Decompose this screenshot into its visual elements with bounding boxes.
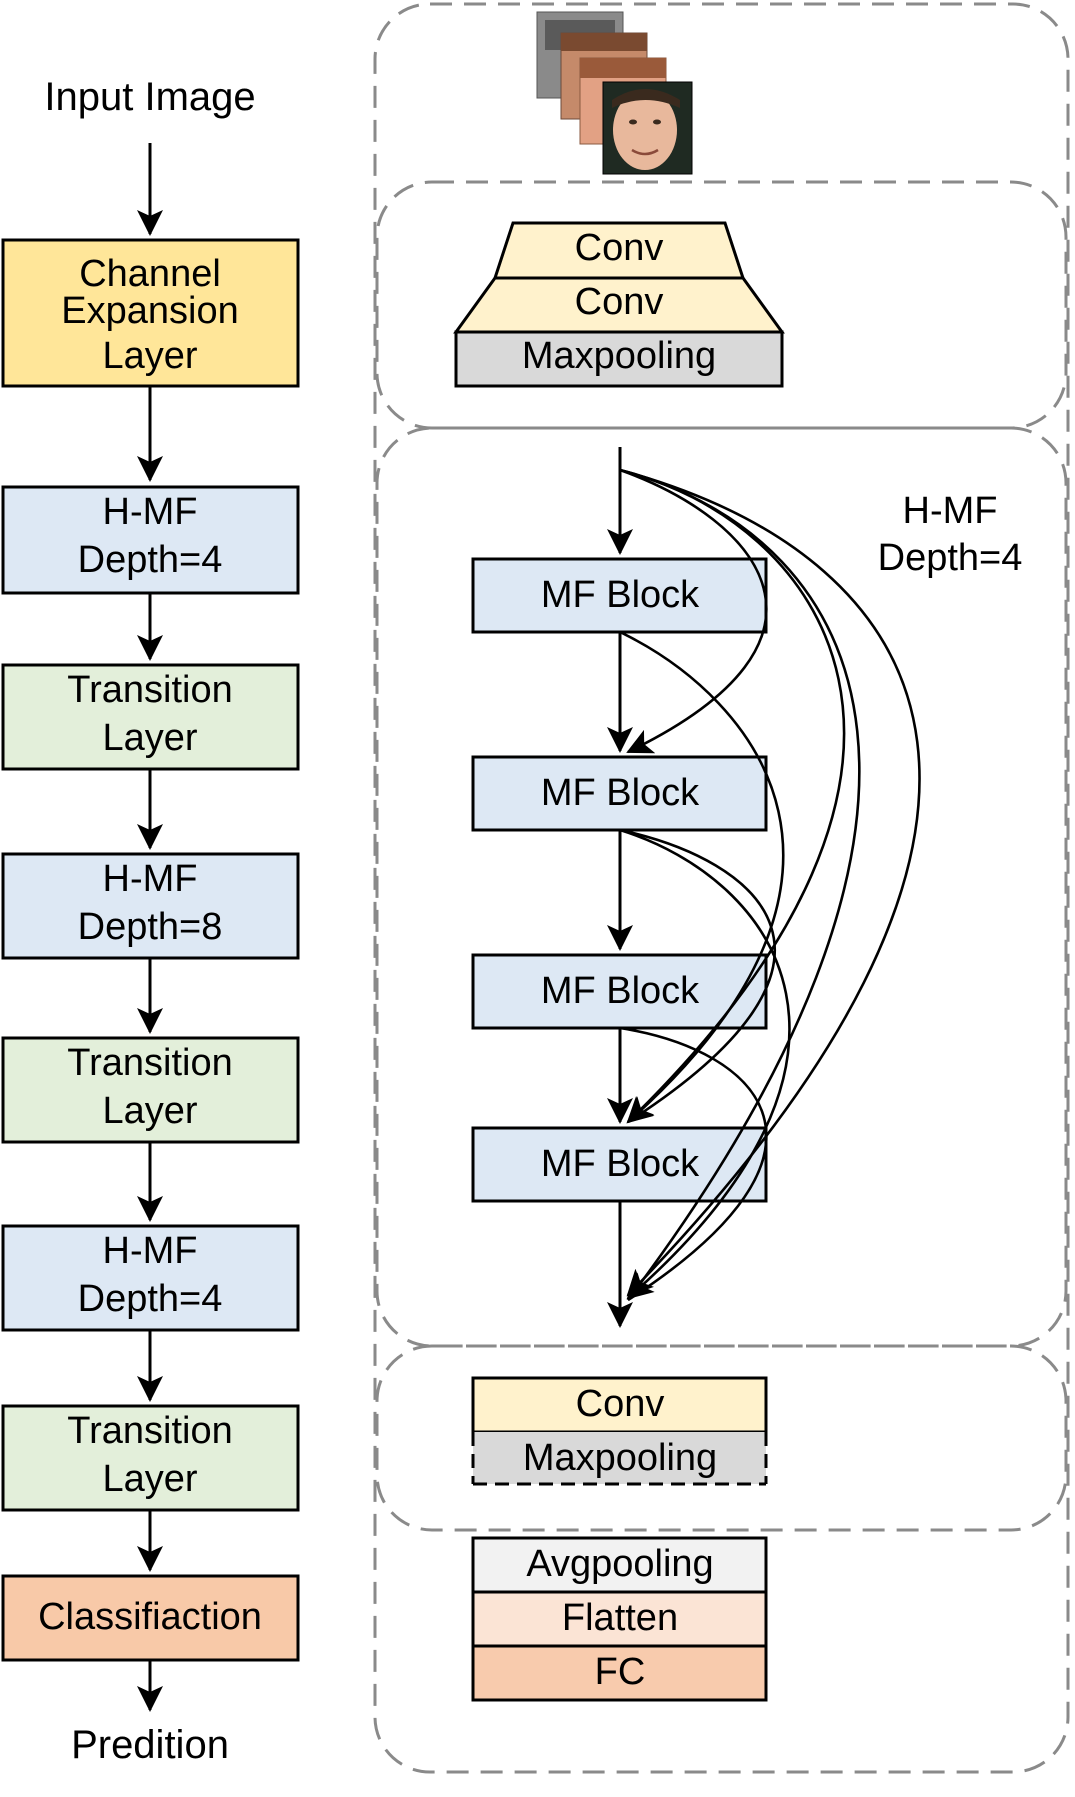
mf-block-label: MF Block	[541, 772, 700, 814]
transition-layer-1: Transition Layer	[1, 663, 300, 771]
flatten-label: Flatten	[562, 1597, 678, 1639]
mf-block-box	[471, 755, 768, 832]
fc-box	[471, 1644, 768, 1702]
hmf-box	[1, 1224, 300, 1332]
skip-connection-block1-to-block4	[619, 630, 785, 1124]
channel-expansion-layer: Channel Expansion Layer	[1, 238, 300, 388]
transition-line-2: Layer	[102, 717, 197, 759]
face-photo-4-hair	[612, 89, 680, 108]
classification-label: Classifiaction	[38, 1596, 262, 1638]
flatten-box	[471, 1590, 768, 1648]
face-photo-3-hair	[580, 58, 666, 78]
hmf-detail-depth: Depth=4	[878, 537, 1023, 579]
input-image-label: Input Image	[44, 75, 255, 119]
transition-conv-box	[471, 1376, 768, 1434]
transition-box	[1, 1404, 300, 1512]
transition-line-1: Transition	[67, 669, 232, 711]
transition-layer-2: Transition Layer	[1, 1036, 300, 1144]
stem-block: Conv Conv Maxpooling	[453, 221, 785, 388]
fc-label: FC	[595, 1651, 646, 1693]
face-photo-4-mouth	[631, 148, 659, 156]
channel-expansion-line-2: Expansion	[61, 290, 238, 332]
prediction-label: Predition	[71, 1723, 229, 1767]
face-photo-4-eye	[629, 119, 637, 125]
hmf-title: H-MF	[103, 1230, 198, 1272]
mf-block-box	[471, 1126, 768, 1203]
stem-maxpooling-label: Maxpooling	[522, 335, 716, 377]
classification-layer: Classifiaction	[1, 1574, 300, 1662]
face-photo-2-hair	[561, 33, 647, 51]
avgpooling-box	[471, 1536, 768, 1594]
transition-line-2: Layer	[102, 1090, 197, 1132]
skip-connection-input-to-block2	[619, 468, 768, 754]
mf-block-1: MF Block	[471, 557, 768, 634]
network-outline	[373, 2, 1070, 1774]
transition-maxpooling-label: Maxpooling	[523, 1437, 717, 1479]
transition-conv-label: Conv	[576, 1383, 665, 1425]
face-photo-4-face	[613, 90, 677, 170]
mf-block-label: MF Block	[541, 1143, 700, 1185]
classification-head-block: Avgpooling Flatten FC	[471, 1536, 768, 1702]
stem-maxpooling-box	[454, 330, 784, 388]
hmf-depth4-box-1: H-MF Depth=4	[1, 485, 300, 595]
transition-line-2: Layer	[102, 1458, 197, 1500]
hmf-box	[1, 485, 300, 595]
mf-block-4: MF Block	[471, 1126, 768, 1203]
transition-layer-3: Transition Layer	[1, 1404, 300, 1512]
avgpooling-label: Avgpooling	[526, 1543, 713, 1585]
hmf-depth4-box-2: H-MF Depth=4	[1, 1224, 300, 1332]
transition-detail-block: Conv Maxpooling	[471, 1376, 768, 1486]
hmf-depth8-box: H-MF Depth=8	[1, 852, 300, 960]
face-photo-4-eye	[653, 119, 661, 125]
hmf-box	[1, 852, 300, 960]
mf-block-label: MF Block	[541, 574, 700, 616]
classification-box	[1, 1574, 300, 1662]
transition-line-1: Transition	[67, 1042, 232, 1084]
mf-block-2: MF Block	[471, 755, 768, 832]
hmf-title: H-MF	[103, 491, 198, 533]
transition-region	[375, 1344, 1068, 1532]
transition-line-1: Transition	[67, 1410, 232, 1452]
hmf-title: H-MF	[103, 858, 198, 900]
hmf-detail-title: H-MF	[903, 490, 998, 532]
transition-box	[1, 663, 300, 771]
hmf-depth: Depth=4	[78, 1278, 223, 1320]
transition-maxpooling-box	[473, 1432, 766, 1484]
mf-block-label: MF Block	[541, 970, 700, 1012]
input-images-icon	[536, 11, 693, 175]
skip-connection-block2-to-output	[619, 828, 791, 1300]
stem-conv-2-label: Conv	[575, 281, 664, 323]
hmf-depth: Depth=8	[78, 906, 223, 948]
skip-connection-input-to-output	[619, 468, 921, 1297]
mf-block-3: MF Block	[471, 953, 768, 1030]
channel-expansion-line-3: Layer	[102, 335, 197, 377]
channel-expansion-line-1: Channel	[79, 253, 221, 295]
mf-block-box	[471, 557, 768, 634]
transition-box	[1, 1036, 300, 1144]
hmf-depth: Depth=4	[78, 539, 223, 581]
skip-connection-block3-to-output	[619, 1026, 768, 1302]
stem-conv-1-label: Conv	[575, 227, 664, 269]
